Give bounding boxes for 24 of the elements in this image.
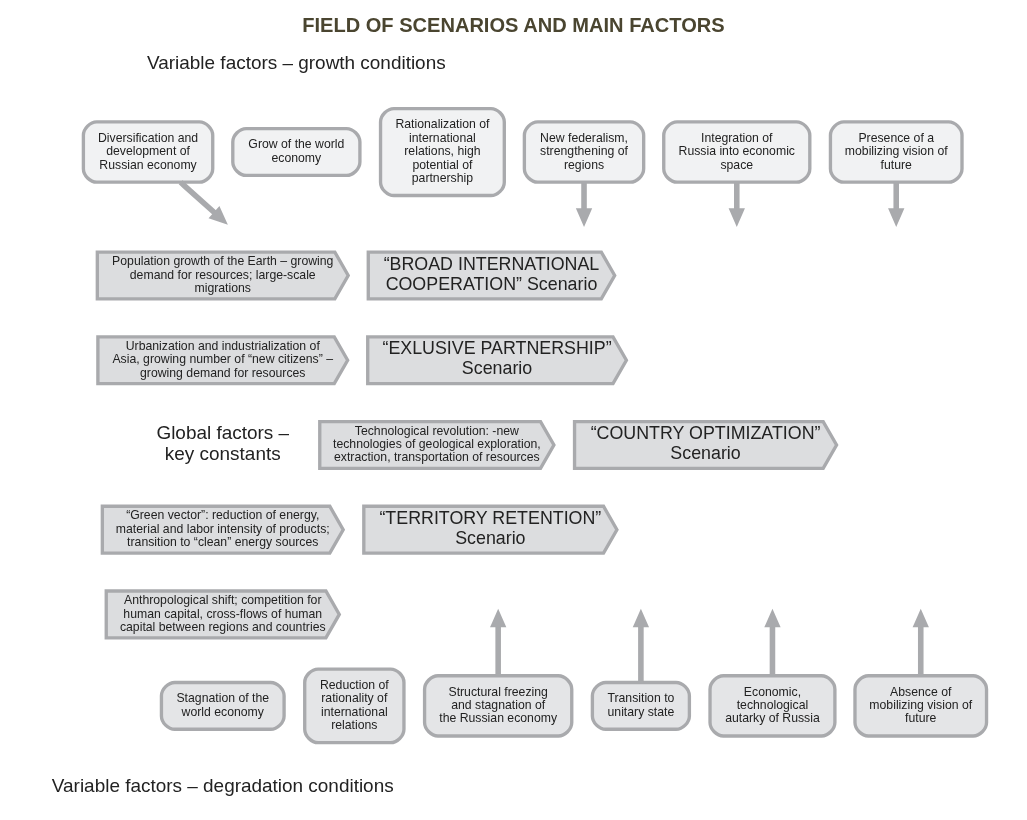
label: Global factors – key constants [156, 421, 290, 465]
node-box: Stagnation of the world economy [159, 680, 286, 731]
node-box: Reduction of rationality of international relations [303, 667, 406, 745]
arrow [912, 608, 929, 676]
diagram-title: FIELD OF SCENARIOS AND MAIN FACTORS [302, 14, 725, 37]
node-box: Diversification and development of Russian economy [81, 120, 215, 184]
arrow [575, 182, 593, 227]
node-box: Structural freezing and stagnation of the Russian economy [422, 674, 574, 738]
arrow [632, 608, 650, 683]
node-box: Grow of the world economy [231, 126, 362, 178]
arrow [728, 182, 745, 227]
node-box: New federalism, strengthening of regions [522, 120, 646, 184]
node-box: Transition to unitary state [590, 680, 692, 731]
arrow [888, 182, 905, 227]
node-box: Integration of Russia into economic space [662, 120, 812, 184]
arrow [490, 608, 507, 676]
arrow [178, 180, 228, 225]
arrow [764, 608, 781, 676]
node-box: Economic, technological autarky of Russia [708, 674, 837, 738]
label: Variable factors – growth conditions [147, 51, 446, 73]
node-box: Presence of a mobilizing vision of future [828, 120, 964, 184]
label: Variable factors – degradation conditions [51, 774, 394, 796]
node-box: Rationalization of international relations, high potential of partnership [378, 106, 506, 198]
node-box: Absence of mobilizing vision of future [853, 674, 989, 738]
